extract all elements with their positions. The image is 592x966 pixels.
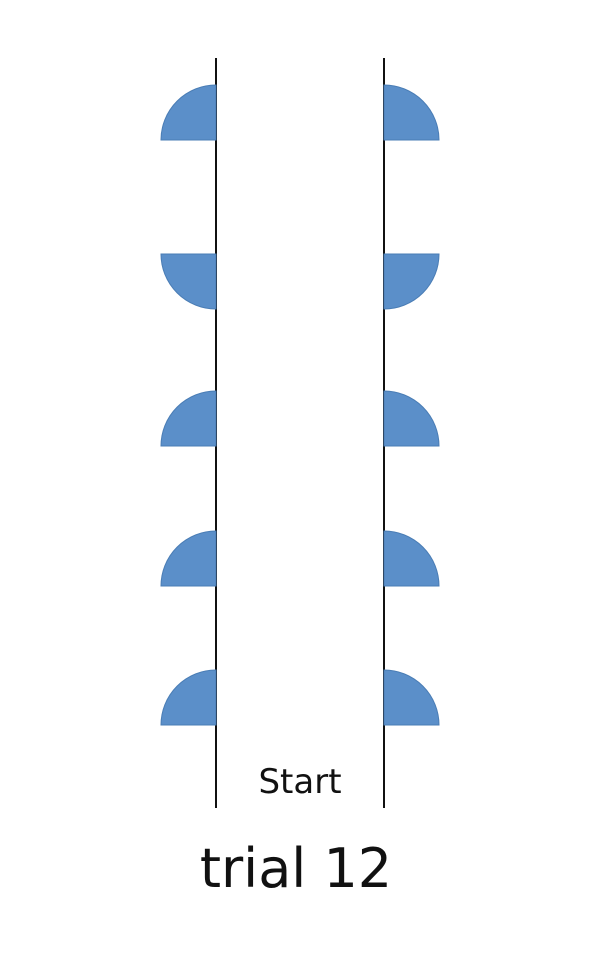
left-quarter-circle-4	[160, 530, 217, 587]
left-quarter-circle-5	[160, 669, 217, 726]
start-label: Start	[258, 762, 342, 802]
right-quarter-circle-3	[383, 390, 440, 447]
right-quarter-circle-1	[383, 84, 440, 141]
left-quarter-circle-3	[160, 390, 217, 447]
left-quarter-circle-1	[160, 84, 217, 141]
trial-label: trial 12	[199, 837, 393, 900]
left-quarter-circle-2	[160, 253, 217, 310]
right-quarter-circle-5	[383, 669, 440, 726]
right-quarter-circle-4	[383, 530, 440, 587]
right-quarter-circle-2	[383, 253, 440, 310]
marker-group	[160, 84, 440, 726]
